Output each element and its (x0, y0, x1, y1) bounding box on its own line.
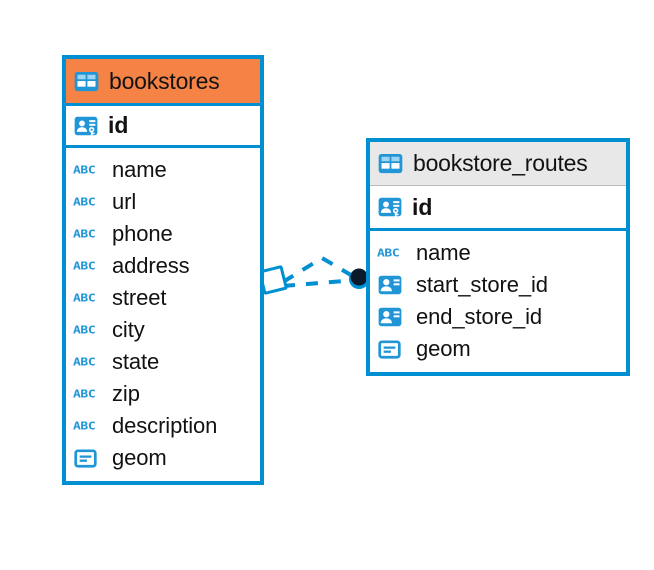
column-row-zip[interactable]: ABC zip (73, 378, 252, 410)
column-row-name[interactable]: ABC name (377, 237, 618, 269)
primary-key-row-bookstores[interactable]: id (66, 103, 260, 148)
column-label-geom: geom (112, 445, 167, 470)
column-label-geom: geom (416, 336, 471, 361)
abc-text-icon: ABC (73, 387, 96, 401)
abc-text-icon: ABC (73, 355, 96, 369)
column-row-end-store-id[interactable]: end_store_id (377, 301, 618, 333)
column-row-start-store-id[interactable]: start_store_id (377, 269, 618, 301)
column-row-street[interactable]: ABC street (73, 282, 252, 314)
primary-key-row-bookstore-routes[interactable]: id (370, 186, 626, 231)
column-label-street: street (112, 285, 167, 310)
foreign-key-icon (377, 304, 407, 330)
entity-title-bookstores: bookstores (109, 67, 220, 94)
column-row-url[interactable]: ABC url (73, 186, 252, 218)
column-label-address: address (112, 253, 190, 278)
geometry-icon (377, 337, 407, 362)
table-icon (73, 68, 100, 95)
column-label-end-store-id: end_store_id (416, 304, 543, 329)
entity-title-bookstore-routes: bookstore_routes (413, 150, 588, 176)
foreign-key-icon (377, 272, 407, 298)
entity-table-bookstore-routes[interactable]: bookstore_routes id ABC (366, 138, 630, 376)
column-label-zip: zip (112, 381, 140, 406)
primary-key-label-bookstores: id (108, 112, 129, 138)
column-label-phone: phone (112, 221, 173, 246)
column-label-city: city (112, 317, 145, 342)
column-list-bookstores: ABC name ABC url ABC phone ABC address A… (66, 148, 260, 481)
entity-table-bookstores[interactable]: bookstores id ABC (62, 55, 264, 485)
relationship-edge-start-store-id[interactable] (281, 255, 358, 284)
geometry-icon (73, 446, 103, 471)
column-label-url: url (112, 189, 137, 214)
abc-text-icon: ABC (73, 291, 96, 305)
column-row-city[interactable]: ABC city (73, 314, 252, 346)
column-label-name: name (112, 157, 167, 182)
column-list-bookstore-routes: ABC name start_store_id (370, 231, 626, 372)
abc-text-icon: ABC (73, 323, 96, 337)
column-row-name[interactable]: ABC name (73, 154, 252, 186)
table-icon (377, 150, 404, 177)
column-row-geom[interactable]: geom (377, 333, 618, 365)
abc-text-icon: ABC (73, 195, 96, 209)
abc-text-icon: ABC (73, 259, 96, 273)
column-label-name: name (416, 240, 471, 265)
column-row-phone[interactable]: ABC phone (73, 218, 252, 250)
column-row-state[interactable]: ABC state (73, 346, 252, 378)
abc-text-icon: ABC (73, 419, 96, 433)
abc-text-icon: ABC (377, 246, 400, 260)
relationship-edge-end-store-id[interactable] (282, 278, 357, 288)
abc-text-icon: ABC (73, 227, 96, 241)
column-row-description[interactable]: ABC description (73, 410, 252, 442)
abc-text-icon: ABC (73, 163, 96, 177)
primary-key-icon (377, 194, 403, 220)
primary-key-label-bookstore-routes: id (412, 193, 433, 220)
column-label-state: state (112, 349, 160, 374)
column-label-start-store-id: start_store_id (416, 272, 548, 297)
entity-header-bookstore-routes[interactable]: bookstore_routes (370, 142, 626, 186)
entity-header-bookstores[interactable]: bookstores (66, 59, 260, 103)
column-row-geom[interactable]: geom (73, 442, 252, 474)
primary-key-icon (73, 113, 99, 139)
column-label-description: description (112, 413, 218, 438)
column-row-address[interactable]: ABC address (73, 250, 252, 282)
